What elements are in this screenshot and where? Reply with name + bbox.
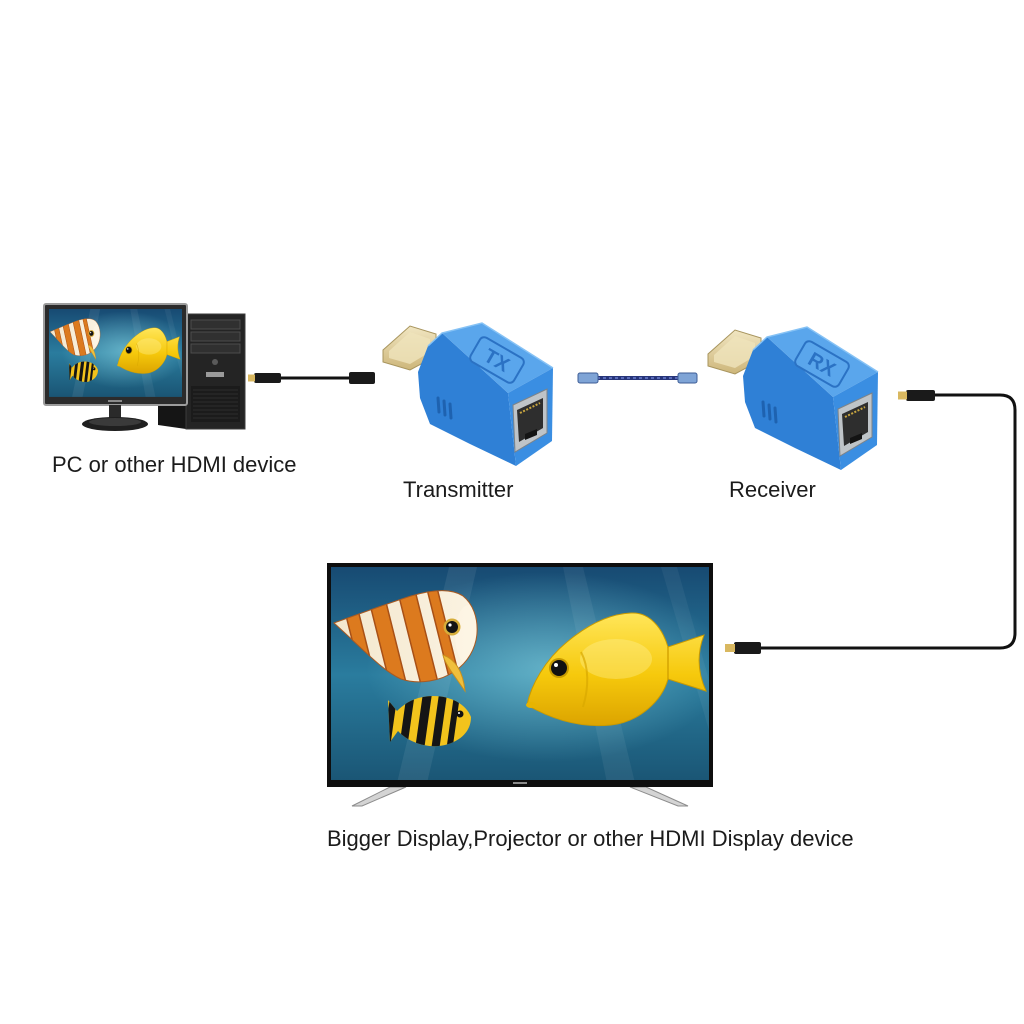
hdmi-connector-tip (898, 391, 907, 400)
receiver-rj45-port (837, 392, 873, 457)
hdmi-transmitter: TX (382, 322, 554, 466)
drive-bay (190, 343, 241, 354)
tower-grille-lines (193, 389, 238, 419)
receiver-label: Receiver (729, 477, 816, 502)
transmitter-side-face (418, 333, 516, 466)
hdmi-connector-pc-side (254, 373, 281, 383)
receiver-edge-highlight (752, 326, 879, 373)
monitor-screen (49, 298, 187, 397)
pc-monitor (43, 298, 188, 431)
hdmi-display-tv (327, 540, 726, 807)
display-hdmi-cable-wire (760, 393, 1017, 650)
transmitter-vents (436, 396, 453, 420)
tv-stand-left-leg (351, 786, 407, 807)
ethernet-cable (577, 372, 698, 384)
rj45-port-contacts (844, 406, 866, 418)
receiver-marking-frame (794, 340, 850, 388)
transmitter-rj45-port (512, 388, 548, 453)
tower-grille (191, 386, 240, 422)
source-device-label: PC or other HDMI device (52, 452, 297, 477)
hdmi-receiver: RX (707, 326, 879, 470)
transmitter-marking-frame (469, 336, 525, 384)
monitor-stand-highlight (89, 418, 141, 426)
drive-bay (190, 331, 241, 342)
rj45-port-contacts (519, 402, 541, 414)
hdmi-connector-tip (248, 374, 255, 382)
tv-fish-image (331, 540, 726, 783)
monitor-stand-neck (109, 405, 121, 418)
tv-logo (513, 782, 527, 784)
pc-computer (43, 298, 246, 431)
hdmi-connector-display-side (734, 642, 761, 654)
monitor-logo (108, 400, 122, 402)
display-device-label: Bigger Display,Projector or other HDMI D… (327, 826, 854, 851)
power-button-icon (212, 359, 218, 365)
rj45-port-latch (850, 433, 862, 444)
monitor-fish-image (49, 298, 187, 397)
drive-bay (190, 319, 241, 330)
transmitter-hdmi-plug-inner (389, 332, 430, 364)
tv-stand-right-leg (629, 786, 689, 807)
receiver-hdmi-plug-inner (714, 336, 755, 368)
display-hdmi-cable (725, 390, 1017, 654)
ethernet-plug-left (577, 372, 599, 384)
transmitter-edge-highlight (427, 322, 554, 369)
pc-hdmi-cable (248, 372, 375, 384)
receiver-top-face (767, 327, 878, 397)
hdmi-connector-receiver-side (906, 390, 935, 401)
hdmi-connector-transmitter-side (349, 372, 375, 384)
receiver-vents (761, 400, 778, 424)
rj45-port-latch (525, 429, 537, 440)
transmitter-label: Transmitter (403, 477, 513, 502)
tower-badge (206, 372, 224, 377)
ethernet-plug-right (677, 372, 698, 384)
tv-screen (331, 540, 726, 783)
transmitter-top-face (442, 323, 553, 393)
receiver-side-face (743, 337, 841, 470)
hdmi-connector-tip (725, 644, 735, 652)
